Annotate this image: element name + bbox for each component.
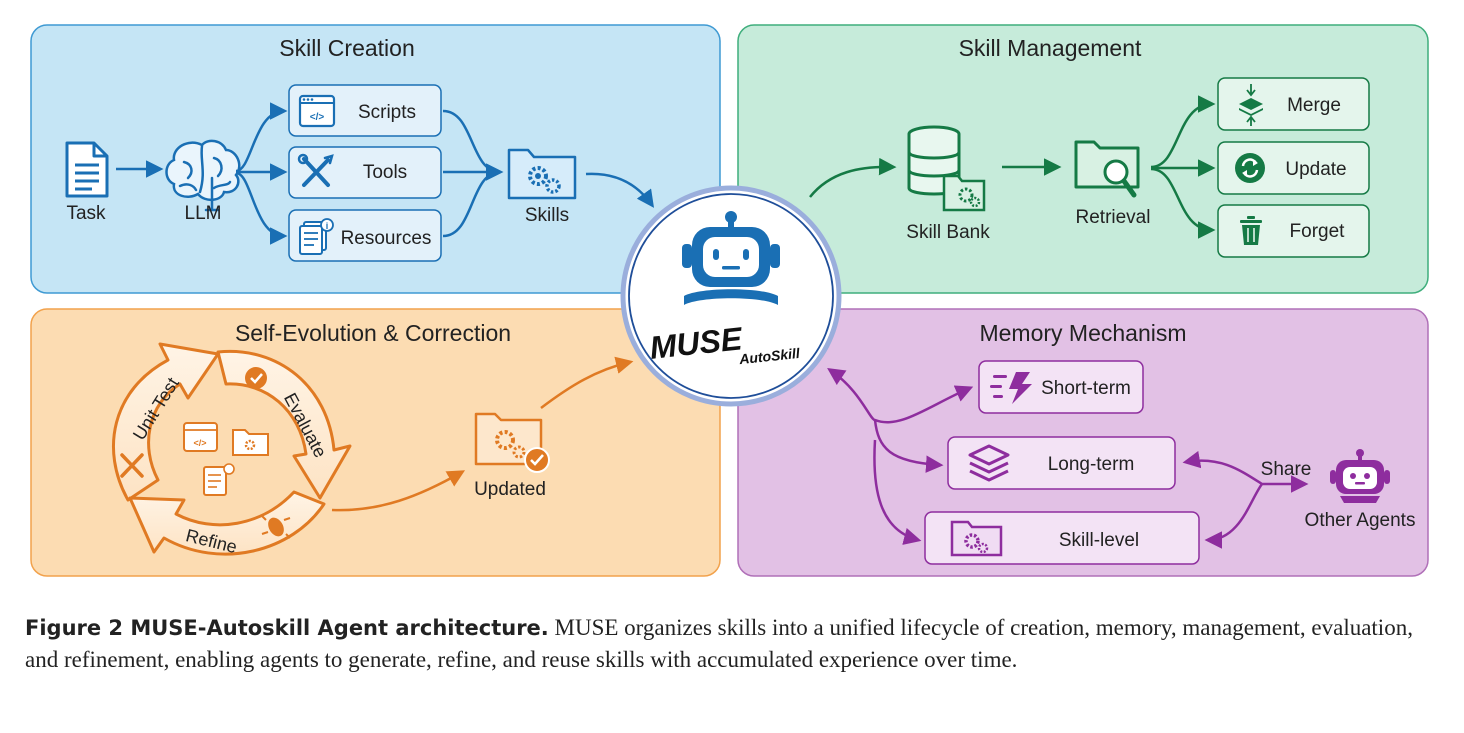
center-folder-icon — [232, 429, 269, 456]
skill-management-title: Skill Management — [959, 35, 1142, 61]
cycle-arrows — [111, 342, 352, 556]
short-term-label: Short-term — [1041, 378, 1131, 399]
retrieval-label: Retrieval — [1076, 207, 1151, 228]
update-label: Update — [1285, 159, 1346, 180]
skill-bank-label: Skill Bank — [906, 222, 990, 243]
lightning-icon — [990, 372, 1032, 404]
bug-icon — [261, 515, 291, 539]
caption-label: Figure 2 MUSE-Autoskill Agent architectu… — [25, 616, 549, 640]
svg-text:</>: </> — [310, 112, 325, 123]
skill-creation-title: Skill Creation — [279, 35, 415, 61]
architecture-diagram: Skill Creation Skill Management Self-Evo… — [30, 24, 1429, 577]
folder-search-icon — [1074, 140, 1140, 198]
share-label: Share — [1261, 459, 1312, 480]
robot-agent-icon — [1330, 449, 1390, 503]
tools-label: Tools — [363, 162, 407, 183]
document-icon — [65, 141, 109, 198]
brain-icon — [165, 139, 241, 212]
tools-small-icon — [120, 453, 144, 478]
layers-icon — [968, 444, 1010, 482]
wrench-screwdriver-icon — [297, 153, 334, 187]
autoskill-brand: AutoSkill — [737, 345, 801, 367]
resources-label: Resources — [341, 228, 432, 249]
share-arrows — [1182, 450, 1309, 549]
other-agents-label: Other Agents — [1305, 510, 1416, 531]
caption-text: MUSE organizes skills into a unified lif… — [25, 615, 1413, 672]
llm-label: LLM — [185, 203, 222, 224]
memory-arrows — [827, 368, 974, 545]
resource-doc-icon: i — [299, 218, 334, 255]
refresh-icon — [1235, 153, 1265, 183]
forget-label: Forget — [1290, 221, 1346, 242]
figure-caption: Figure 2 MUSE-Autoskill Agent architectu… — [25, 612, 1440, 676]
evaluate-badge-icon — [245, 367, 267, 389]
skills-label: Skills — [525, 205, 569, 226]
database-icon — [907, 125, 986, 212]
svg-text:</>: </> — [193, 438, 206, 448]
self-evolution-title: Self-Evolution & Correction — [235, 320, 511, 346]
updated-folder-icon — [474, 412, 550, 473]
center-doc-icon — [203, 463, 235, 496]
skills-folder-icon — [507, 148, 577, 200]
skill-level-label: Skill-level — [1059, 530, 1139, 551]
svg-text:i: i — [326, 221, 329, 231]
long-term-box — [947, 436, 1176, 490]
task-label: Task — [66, 203, 106, 224]
long-term-label: Long-term — [1048, 454, 1135, 475]
merge-box — [1217, 77, 1370, 131]
merge-icon — [1239, 84, 1263, 126]
memory-title: Memory Mechanism — [979, 320, 1186, 346]
scripts-label: Scripts — [358, 102, 416, 123]
updated-label: Updated — [474, 479, 546, 500]
merge-label: Merge — [1287, 95, 1341, 116]
skill-folder-icon — [950, 520, 1003, 557]
code-window-icon: </> — [298, 94, 336, 128]
center-code-icon: </> — [183, 422, 218, 452]
trash-icon — [1240, 216, 1262, 245]
muse-robot-icon — [682, 211, 780, 305]
